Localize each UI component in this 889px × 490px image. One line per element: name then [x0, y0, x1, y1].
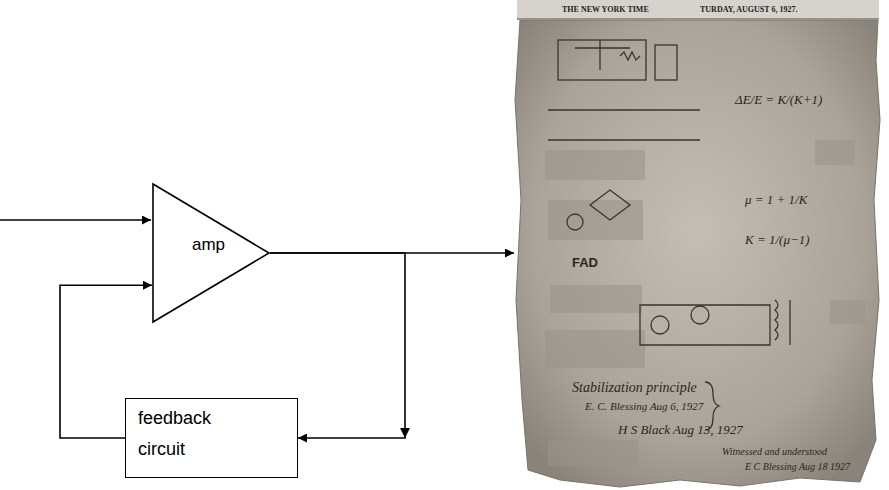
box-label: feedback circuit	[126, 399, 242, 465]
handwritten-note: μ = 1 + 1/K	[745, 192, 807, 208]
handwritten-note: ΔE/E = K/(K+1)	[735, 92, 822, 108]
amplifier-triangle: amp	[152, 183, 270, 323]
handwritten-note: E. C. Blessing Aug 6, 1927	[585, 400, 703, 412]
handwritten-note: Witnessed and understood	[722, 446, 827, 457]
amp-label: amp	[192, 235, 225, 255]
newspaper-text: FAD	[572, 255, 598, 270]
newspaper-photo	[515, 0, 880, 487]
handwritten-note: Stabilization principle	[572, 380, 697, 396]
handwritten-note: E C Blessing Aug 18 1927	[745, 461, 850, 472]
newspaper-header: THE NEW YORK TIME	[562, 5, 649, 14]
feedback-box: feedback circuit	[125, 398, 298, 478]
newspaper-header: TURDAY, AUGUST 6, 1927.	[700, 5, 798, 14]
input-wire	[0, 219, 151, 221]
handwritten-note: K = 1/(μ−1)	[745, 232, 810, 248]
handwritten-note: H S Black Aug 13, 1927	[618, 422, 743, 438]
